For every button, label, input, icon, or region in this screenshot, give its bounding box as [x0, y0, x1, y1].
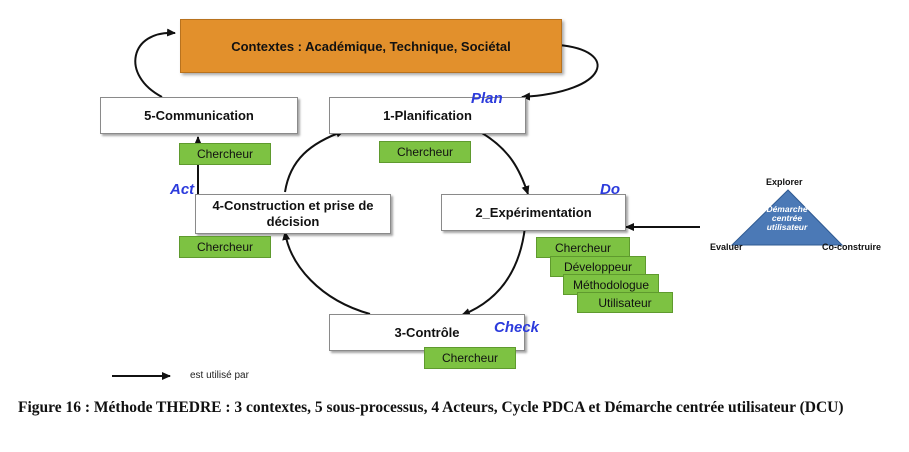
actor-planification: Chercheur [379, 141, 471, 163]
actor-communication-label: Chercheur [196, 147, 254, 161]
actor-planification-label: Chercheur [396, 145, 454, 159]
arrow-communication-to-context [134, 28, 176, 98]
actor-construction-label: Chercheur [196, 240, 254, 254]
process-controle-label: 3-Contrôle [394, 324, 460, 340]
actor-controle: Chercheur [424, 347, 516, 369]
process-construction-label: 4-Construction et prise de décision [212, 198, 374, 229]
actor-experimentation-2: Développeur [550, 256, 646, 277]
context-label: Contextes : Académique, Technique, Socié… [231, 38, 511, 54]
process-planification-label: 1-Planification [383, 107, 472, 123]
process-controle: 3-Contrôle [329, 314, 525, 351]
arrow-context-to-planification [521, 44, 599, 101]
process-communication-label: 5-Communication [144, 107, 254, 123]
arrow-experimentation-to-controle [461, 226, 526, 316]
context-banner: Contextes : Académique, Technique, Socié… [180, 19, 562, 73]
dcu-co-construire: Co-construire [822, 242, 882, 252]
dcu-evaluer: Evaluer [710, 242, 743, 252]
arrow-controle-to-construction [282, 231, 371, 315]
actor-experimentation-4-label: Utilisateur [598, 295, 652, 310]
actor-experimentation-3-label: Méthodologue [572, 277, 650, 292]
pdca-do: Do [600, 181, 620, 198]
actor-controle-label: Chercheur [441, 351, 499, 365]
process-construction: 4-Construction et prise de décision [195, 194, 391, 234]
dcu-center-label: Démarche centrée utilisateur [766, 204, 808, 232]
actor-experimentation-2-label: Développeur [563, 259, 633, 274]
actor-experimentation-4: Utilisateur [577, 292, 673, 313]
figure-caption: Figure 16 : Méthode THEDRE : 3 contextes… [18, 399, 844, 416]
pdca-act: Act [170, 181, 195, 198]
pdca-plan: Plan [471, 90, 503, 107]
process-communication: 5-Communication [100, 97, 298, 134]
actor-construction: Chercheur [179, 236, 271, 258]
process-planification: 1-Planification [329, 97, 526, 134]
actor-communication: Chercheur [179, 143, 271, 165]
actor-experimentation-1-label: Chercheur [554, 240, 612, 255]
process-experimentation-label: 2_Expérimentation [475, 204, 592, 220]
dcu-triangle [730, 189, 844, 246]
arrow-planification-to-experimentation [481, 132, 530, 195]
dcu-explorer: Explorer [766, 177, 803, 187]
pdca-check: Check [494, 319, 540, 336]
arrow-construction-to-planification [284, 129, 345, 193]
actor-experimentation-1: Chercheur [536, 237, 630, 258]
process-experimentation: 2_Expérimentation [441, 194, 626, 231]
legend-label: est utilisé par [190, 370, 249, 381]
